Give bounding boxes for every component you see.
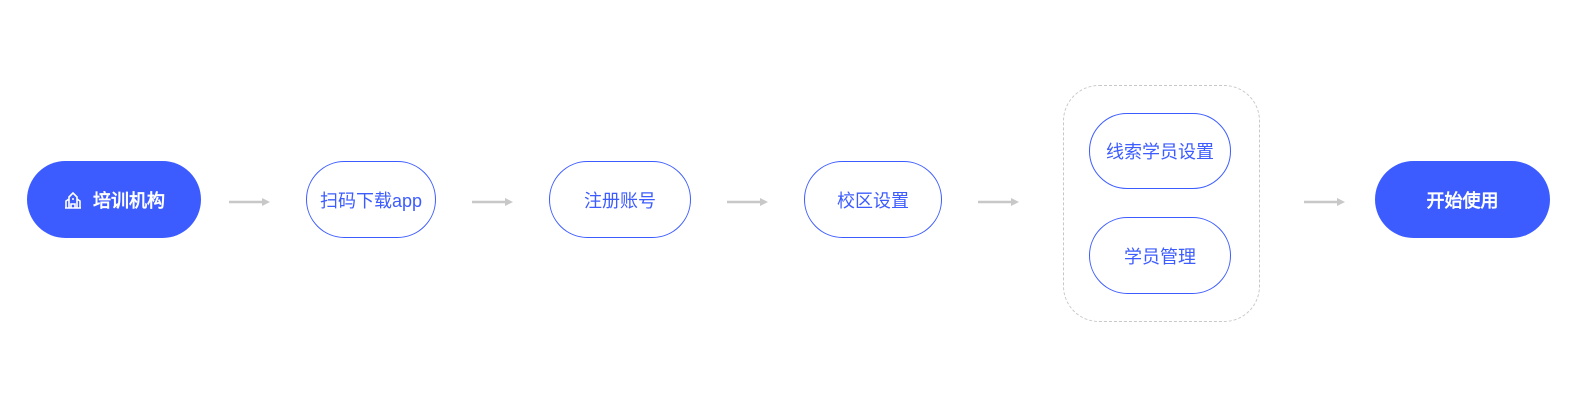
arrow-icon: [727, 198, 768, 206]
arrow-icon: [229, 198, 270, 206]
arrow-icon: [978, 198, 1019, 206]
step-register-account: 注册账号: [549, 161, 691, 238]
step-lead-student-settings: 线索学员设置: [1089, 113, 1231, 189]
arrow-icon: [472, 198, 513, 206]
step-label: 学员管理: [1124, 246, 1196, 267]
step-student-management: 学员管理: [1089, 217, 1231, 294]
building-icon: [65, 191, 81, 209]
step-label: 扫码下载app: [319, 190, 423, 211]
step-training-institution: 培训机构: [27, 161, 201, 238]
step-label: 开始使用: [1426, 190, 1499, 211]
step-scan-download-app: 扫码下载app: [306, 161, 436, 238]
step-label: 线索学员设置: [1106, 142, 1214, 162]
step-label: 校区设置: [837, 190, 909, 211]
parallel-steps-group: [1063, 85, 1260, 322]
step-label: 注册账号: [584, 190, 656, 211]
step-label: 培训机构: [93, 190, 165, 211]
step-start-using: 开始使用: [1375, 161, 1550, 238]
arrow-icon: [1304, 198, 1345, 206]
step-campus-settings: 校区设置: [804, 161, 942, 238]
